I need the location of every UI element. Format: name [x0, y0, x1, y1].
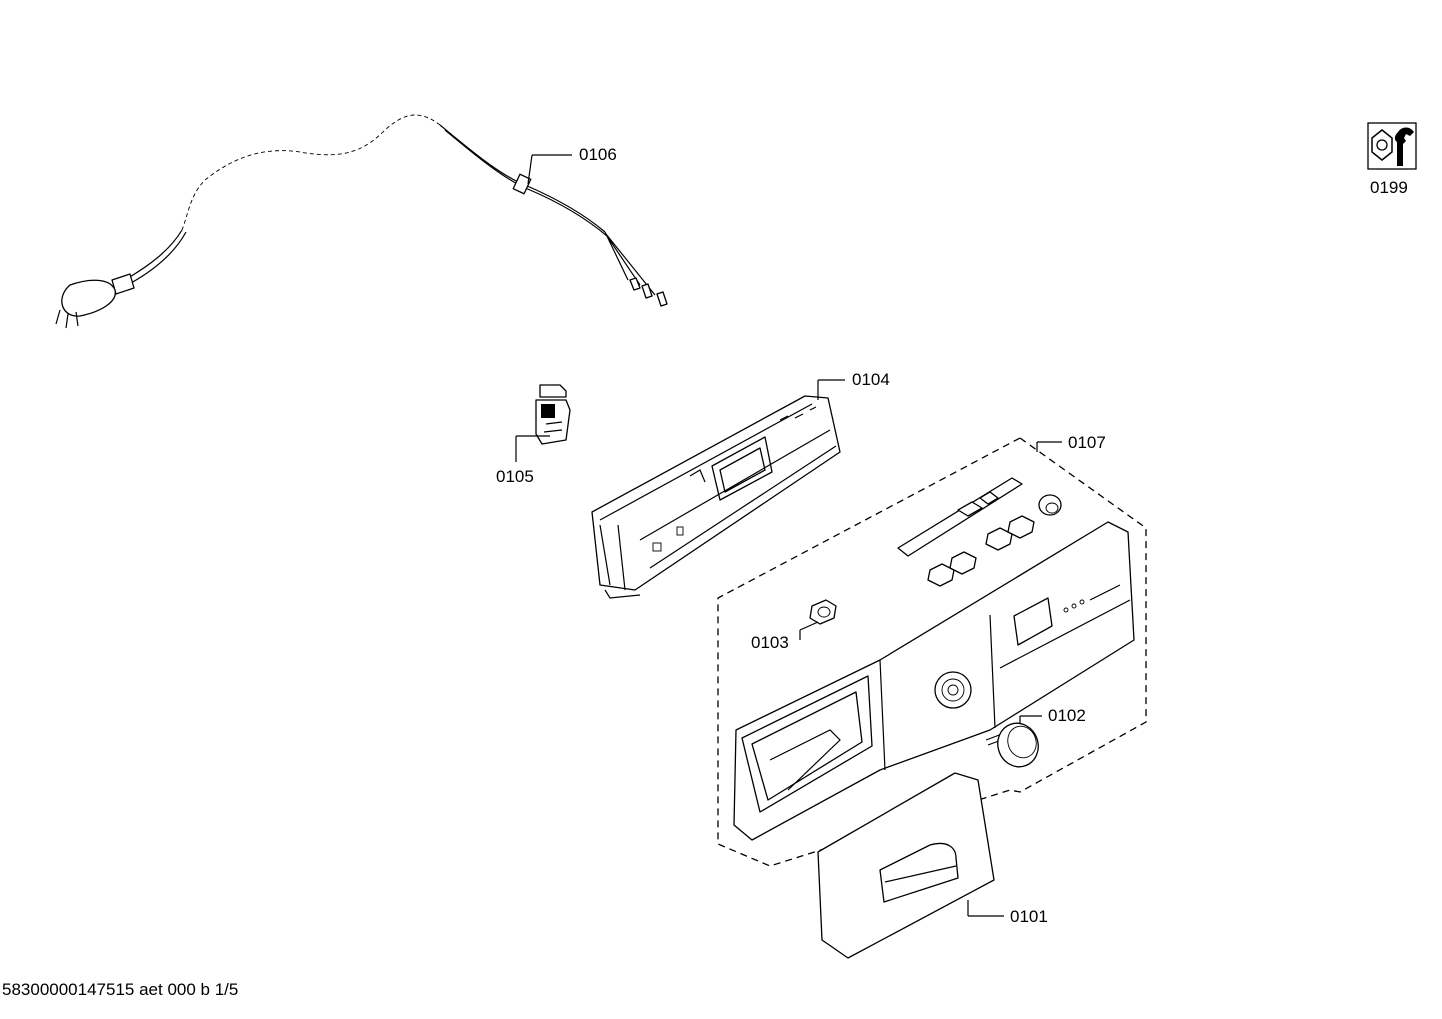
control-panel-fascia-part [733, 521, 1135, 841]
part-label-0106: 0106 [579, 145, 617, 164]
drawer-handle-part [817, 772, 995, 959]
part-label-0104: 0104 [852, 370, 890, 389]
knob-part [985, 722, 1039, 768]
wrench-nut-icon [1367, 122, 1417, 170]
control-module-part [591, 395, 841, 599]
button-set-part [897, 477, 1062, 587]
part-label-0103: 0103 [751, 633, 789, 652]
part-label-0199: 0199 [1370, 178, 1408, 197]
part-label-0105: 0105 [496, 467, 534, 486]
part-label-0101: 0101 [1010, 907, 1048, 926]
document-reference: 58300000147515 aet 000 b 1/5 [2, 980, 239, 999]
part-label-0107: 0107 [1068, 433, 1106, 452]
assembly-boundary [717, 437, 1147, 867]
button-part [809, 599, 837, 625]
part-label-0102: 0102 [1048, 706, 1086, 725]
connector-part [535, 384, 571, 445]
power-cord-part [55, 114, 668, 329]
